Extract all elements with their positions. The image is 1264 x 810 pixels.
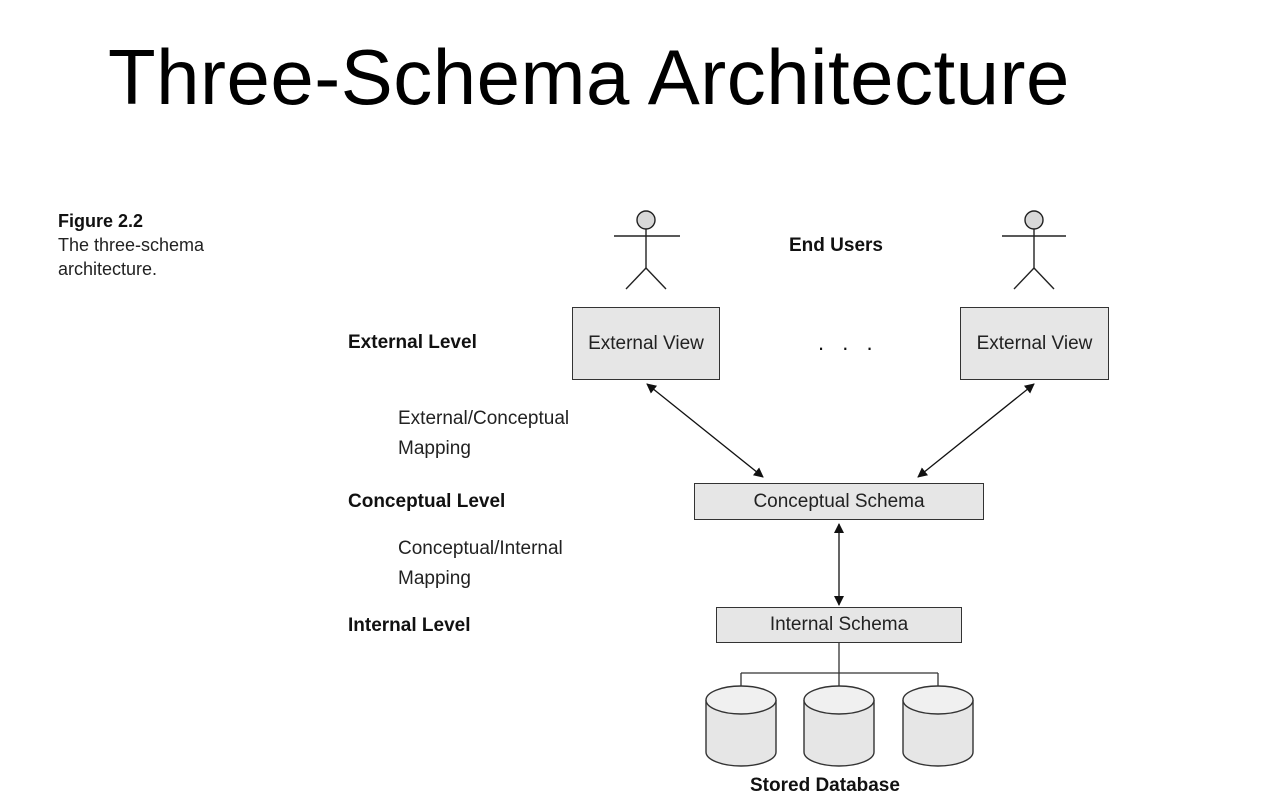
slide-title: Three-Schema Architecture: [108, 33, 1070, 121]
database-cylinder-icon: [902, 685, 974, 767]
conceptual-internal-mapping-label: Conceptual/Internal Mapping: [398, 538, 563, 589]
internal-level-label: Internal Level: [348, 615, 471, 636]
external-view-left: External View: [572, 307, 720, 380]
user-icon: [614, 210, 680, 290]
arrow-right-view-to-conceptual: [917, 383, 1035, 478]
figure-caption: Figure 2.2 The three-schema architecture…: [58, 209, 258, 281]
end-users-label: End Users: [789, 235, 883, 256]
figure-caption-text: The three-schema architecture.: [58, 235, 205, 279]
conceptual-schema-box: Conceptual Schema: [694, 483, 984, 520]
ellipsis: . . .: [818, 330, 879, 355]
database-cylinder-icon: [803, 685, 875, 767]
database-connector: [740, 642, 939, 686]
conceptual-level-label: Conceptual Level: [348, 491, 506, 512]
stored-database-label: Stored Database: [750, 775, 900, 796]
database-cylinder-icon: [705, 685, 777, 767]
figure-label: Figure 2.2: [58, 211, 144, 231]
arrow-left-view-to-conceptual: [646, 383, 764, 478]
internal-schema-box: Internal Schema: [716, 607, 962, 643]
external-view-right: External View: [960, 307, 1109, 380]
external-level-label: External Level: [348, 332, 477, 353]
user-icon: [1002, 210, 1066, 290]
external-conceptual-mapping-label: External/Conceptual Mapping: [398, 408, 570, 459]
